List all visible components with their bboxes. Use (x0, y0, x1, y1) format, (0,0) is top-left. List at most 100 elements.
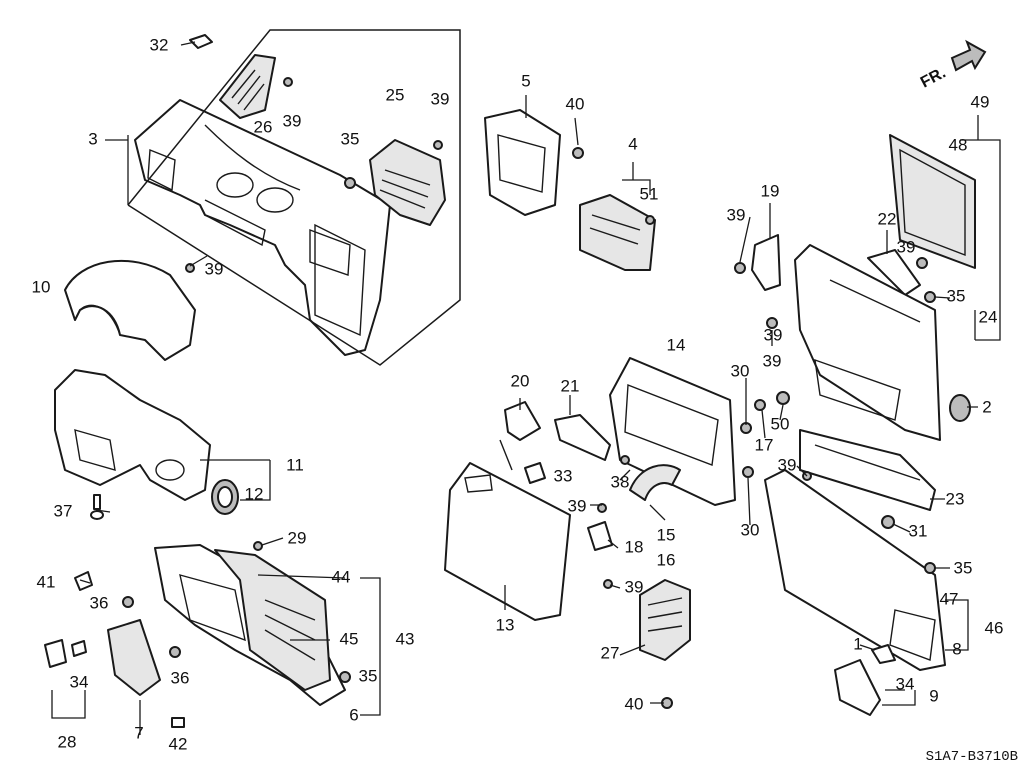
part-side-vent (219, 54, 276, 119)
callout-13: 13 (496, 615, 515, 634)
callout-22: 22 (878, 209, 897, 228)
callout-numbers: 32 26 39 3 2 5 39 35 39 10 39 11 12 37 29… (32, 35, 1004, 753)
part-screw-39h (597, 503, 607, 513)
part-clip-30b (742, 466, 754, 478)
callout-26: 26 (254, 117, 273, 136)
callout-35: 35 (359, 666, 378, 685)
part-clip-34a (71, 640, 87, 657)
callout-44: 44 (332, 567, 351, 586)
callout-39: 39 (283, 111, 302, 130)
part-screw-39c (185, 263, 195, 273)
front-direction-label: FR. (918, 64, 949, 91)
part-clip-32 (189, 34, 213, 49)
callout-30: 30 (741, 520, 760, 539)
callout-47: 47 (940, 589, 959, 608)
callout-11: 11 (286, 455, 304, 474)
part-clip-35a (344, 177, 356, 189)
part-screw-37 (90, 494, 104, 520)
figure-code: S1A7-B3710B (926, 749, 1018, 765)
part-glovebox-door (444, 462, 571, 621)
part-rail-23 (799, 429, 936, 511)
part-clip-28 (44, 639, 67, 668)
callout-43: 43 (396, 629, 415, 648)
part-clip-35d (339, 671, 351, 683)
part-bracket-5 (484, 109, 561, 216)
part-screw-39i (603, 579, 613, 589)
callout-33: 33 (554, 466, 573, 485)
callout-18: 18 (625, 537, 644, 556)
callout-35: 35 (341, 129, 360, 148)
callout-10: 10 (32, 277, 51, 296)
callout-39: 39 (205, 259, 224, 278)
part-screw-40a (572, 147, 584, 159)
callout-8: 8 (952, 639, 961, 658)
part-pocket-7 (107, 619, 161, 696)
callout-2: 2 (982, 397, 991, 416)
callout-39: 39 (568, 496, 587, 515)
callout-14: 14 (667, 335, 686, 354)
callout-20: 20 (511, 371, 530, 390)
part-striker-21 (554, 414, 611, 461)
callout-36: 36 (171, 668, 190, 687)
callout-29: 29 (288, 528, 307, 547)
part-lower-glovebox (764, 469, 946, 671)
callout-3: 3 (88, 129, 97, 148)
callout-40: 40 (625, 694, 644, 713)
callout-35: 35 (954, 558, 973, 577)
callout-15: 15 (657, 525, 676, 544)
callout-46: 46 (985, 618, 1004, 637)
part-screw-39e (766, 317, 778, 329)
part-cover-plate (889, 134, 976, 269)
callout-12: 12 (245, 484, 264, 503)
part-screw-39d (734, 262, 746, 274)
part-screw-36b (169, 646, 181, 658)
part-clip-33 (524, 462, 546, 484)
callout-34: 34 (70, 672, 89, 691)
callout-39: 39 (625, 577, 644, 596)
callout-21: 21 (561, 376, 580, 395)
callout-42: 42 (169, 734, 188, 753)
part-latch-18 (587, 521, 613, 551)
part-screw-39b (433, 140, 443, 150)
callout-39: 39 (897, 237, 916, 256)
part-bracket-9 (834, 659, 881, 716)
callout-32: 32 (150, 35, 169, 54)
callout-7: 7 (134, 723, 143, 742)
callout-28: 28 (58, 732, 77, 751)
part-clip-35b (924, 291, 936, 303)
callout-39: 39 (763, 351, 782, 370)
part-screw-39f (916, 257, 928, 269)
callout-24: 24 (979, 307, 998, 326)
part-check-arm (629, 464, 681, 501)
part-center-vent (369, 139, 446, 226)
part-switch-panel-4 (579, 194, 656, 271)
callout-49: 49 (971, 92, 990, 111)
callout-35: 35 (947, 286, 966, 305)
part-clip-29 (253, 541, 263, 551)
part-clip-17 (754, 399, 766, 411)
part-clip-42 (171, 717, 185, 728)
callout-4: 4 (628, 134, 637, 153)
callout-23: 23 (946, 489, 965, 508)
callout-17: 17 (755, 435, 774, 454)
part-clip-51 (645, 215, 655, 225)
part-lock-20 (499, 401, 541, 471)
leader-lines (51, 41, 1001, 735)
callout-19: 19 (761, 181, 780, 200)
callout-9: 9 (929, 686, 938, 705)
callout-37: 37 (54, 501, 73, 520)
callout-6: 6 (349, 705, 358, 724)
callout-39: 39 (727, 205, 746, 224)
part-screw-31 (881, 515, 895, 529)
callout-34: 34 (896, 674, 915, 693)
callout-1: 1 (853, 634, 862, 653)
callout-39: 39 (764, 325, 783, 344)
callout-51: 51 (640, 184, 659, 203)
part-ring-12 (211, 479, 239, 515)
part-screw-50 (776, 391, 790, 405)
part-screw-39a (283, 77, 293, 87)
part-instrument-panel (134, 99, 391, 356)
callout-5: 5 (521, 71, 530, 90)
callout-40: 40 (566, 94, 585, 113)
